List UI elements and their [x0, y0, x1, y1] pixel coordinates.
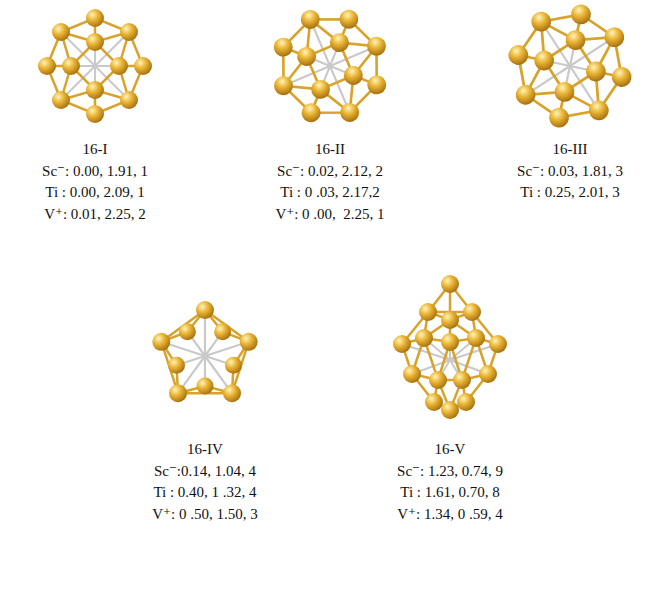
- cluster-16-v: [393, 275, 507, 419]
- energy-values: V⁺: 1.34, 0 .59, 4: [397, 505, 502, 523]
- energy-values: Sc⁻: 1.23, 0.74, 9: [397, 462, 503, 480]
- energy-values: Sc⁻: 0.02, 2.12, 2: [277, 162, 383, 180]
- energy-values: Sc⁻: 0.03, 1.81, 3: [517, 162, 623, 180]
- energy-values: Ti : 0.25, 2.01, 3: [520, 183, 619, 201]
- energy-values: Ti : 0.00, 2.09, 1: [45, 183, 144, 201]
- energy-values: V⁺: 0 .00, 2.25, 1: [275, 205, 384, 223]
- structure-name: 16-V: [435, 440, 466, 458]
- cluster-16-i: [38, 9, 152, 123]
- energy-values: Sc⁻:0.14, 1.04, 4: [154, 462, 256, 480]
- structure-name: 16-II: [315, 140, 345, 158]
- energy-values: V⁺: 0.01, 2.25, 2: [44, 205, 146, 223]
- structure-name: 16-III: [553, 140, 588, 158]
- energy-values: V⁺: 0 .50, 1.50, 3: [152, 505, 257, 523]
- cluster-16-iii: [496, 0, 645, 140]
- energy-values: Ti : 1.61, 0.70, 8: [400, 483, 499, 501]
- energy-values: Ti : 0 .03, 2.17,2: [280, 183, 379, 201]
- energy-values: Sc⁻: 0.00, 1.91, 1: [42, 162, 148, 180]
- structure-name: 16-IV: [187, 440, 223, 458]
- energy-values: Ti : 0.40, 1 .32, 4: [153, 483, 256, 501]
- cluster-16-iv: [152, 301, 257, 402]
- cluster-16-ii: [252, 0, 408, 144]
- structure-name: 16-I: [83, 140, 108, 158]
